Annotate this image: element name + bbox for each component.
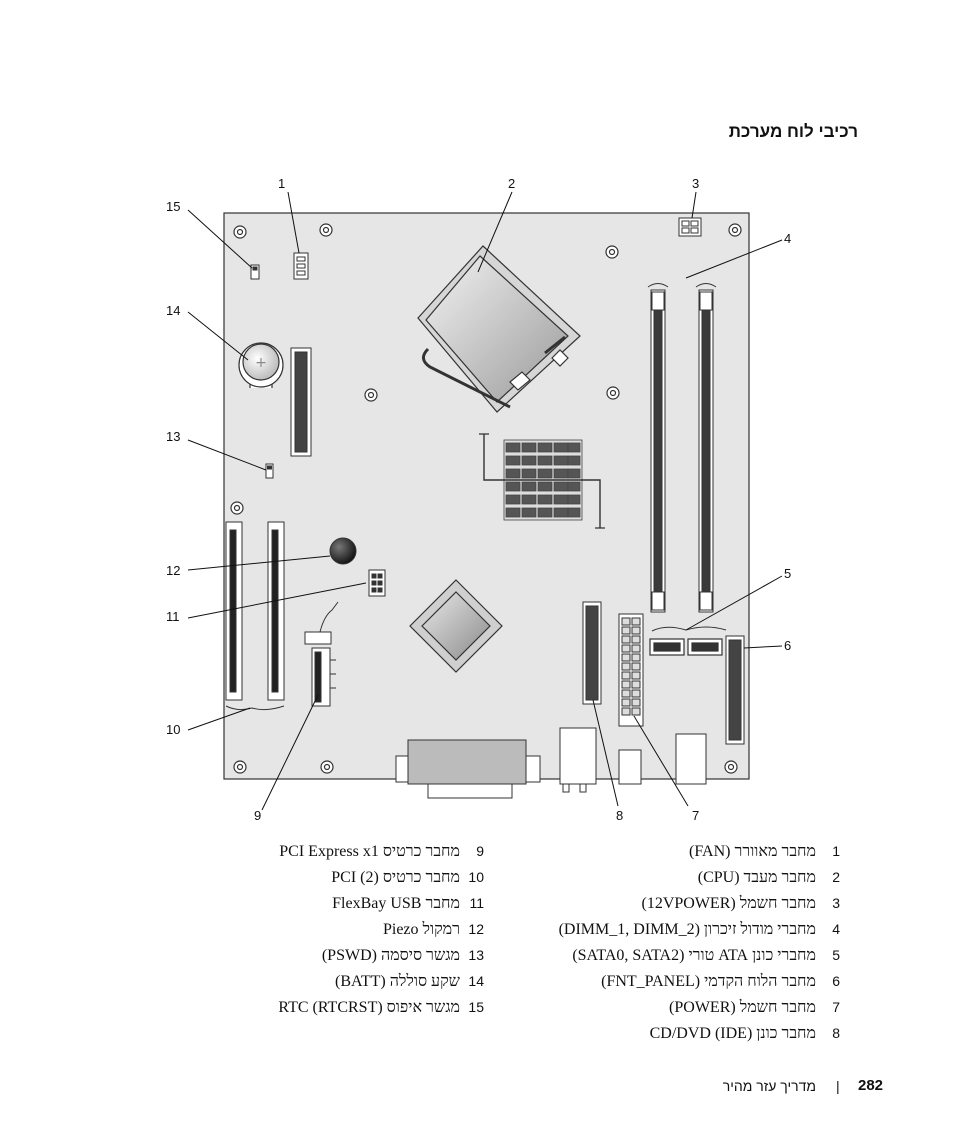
legend-text: מחבר FlexBay USB: [332, 895, 460, 912]
legend-item: 1 מחבר מאוורר (FAN): [580, 843, 840, 869]
piezo-speaker: [329, 537, 357, 565]
legend-item: 4 מחברי מודול זיכרון (DIMM_1, DIMM_2): [559, 921, 840, 947]
legend-text: מחבר כרטיס PCI (2): [331, 869, 460, 886]
pcie-x1-slot: [304, 601, 339, 707]
legend-item: 3 מחבר חשמל (12VPOWER): [580, 895, 840, 921]
pci-slots: [225, 521, 285, 701]
pci-brace: [225, 705, 285, 711]
main-power-connector: [618, 613, 644, 727]
rtcrst-jumper: [250, 264, 260, 280]
legend-item: 11 מחבר FlexBay USB: [224, 895, 484, 921]
legend-text: רמקול Piezo: [382, 921, 460, 938]
legend-number: 13: [468, 947, 484, 963]
footer-separator: |: [836, 1078, 840, 1094]
legend-item: 5 מחברי כונן ATA טורי (SATA0, SATA2): [572, 947, 840, 973]
legend-number: 10: [468, 869, 484, 885]
12vpower-connector: [678, 217, 702, 237]
legend-number: 14: [468, 973, 484, 989]
legend-number: 5: [832, 947, 840, 963]
callout-11: 11: [166, 609, 180, 624]
legend-number: 3: [832, 895, 840, 911]
callout-6: 6: [784, 638, 792, 653]
footer-guide-title: מדריך עזר מהיר: [722, 1078, 816, 1094]
legend-item: 9 מחבר כרטיס PCI Express x1: [224, 843, 484, 869]
dimm-slots: [647, 283, 717, 613]
cpu-socket: [417, 245, 581, 413]
callout-1: 1: [278, 176, 286, 191]
legend-number: 8: [832, 1025, 840, 1041]
svg-text:+: +: [255, 355, 267, 371]
legend-text: מחבר חשמל (12VPOWER): [641, 895, 816, 912]
callout-2: 2: [508, 176, 516, 191]
legend-item: 7 מחבר חשמל (POWER): [580, 999, 840, 1025]
callout-12: 12: [166, 563, 181, 578]
page-number: 282: [858, 1077, 884, 1094]
chipset: [409, 579, 503, 673]
callout-10: 10: [166, 722, 181, 737]
callout-7: 7: [692, 808, 700, 823]
legend-text: מחבר כרטיס PCI Express x1: [279, 843, 460, 860]
sata-connectors: [649, 638, 723, 656]
legend-item: 6 מחבר הלוח הקדמי (FNT_PANEL): [580, 973, 840, 999]
legend-number: 6: [832, 973, 840, 989]
callout-3: 3: [692, 176, 700, 191]
legend-text: מחבר כונן CD/DVD (IDE): [649, 1025, 816, 1042]
legend-number: 1: [832, 843, 840, 859]
legend-text: מחבר מאוורר (FAN): [689, 843, 816, 860]
legend-number: 9: [476, 843, 484, 859]
legend-text: מגשר סיסמה (PSWD): [321, 947, 460, 964]
legend-number: 15: [468, 999, 484, 1015]
callout-15: 15: [166, 199, 181, 214]
mounting-holes: [230, 223, 742, 774]
legend-text: מגשר איפוס RTC (RTCRST): [278, 999, 460, 1016]
legend-number: 7: [832, 999, 840, 1015]
legend-text: מחבר חשמל (POWER): [669, 999, 816, 1016]
legend-number: 2: [832, 869, 840, 885]
callout-leaders: [187, 191, 783, 811]
battery-socket: +: [238, 342, 284, 388]
legend-item: 2 מחבר מעבד (CPU): [580, 869, 840, 895]
callout-9: 9: [254, 808, 262, 823]
vrm-array: [479, 433, 605, 529]
legend-item: 8 מחבר כונן CD/DVD (IDE): [580, 1025, 840, 1051]
legend-item: 10 מחבר כרטיס PCI (2): [224, 869, 484, 895]
legend-item: 15 מגשר איפוס RTC (RTCRST): [224, 999, 484, 1025]
legend-text: מחבר הלוח הקדמי (FNT_PANEL): [601, 973, 816, 990]
callout-13: 13: [166, 429, 181, 444]
legend-number: 12: [468, 921, 484, 937]
legend-number: 4: [832, 921, 840, 937]
page-title: רכיבי לוח מערכת: [728, 122, 858, 141]
legend-text: מחברי כונן ATA טורי (SATA0, SATA2): [572, 947, 816, 964]
callout-8: 8: [616, 808, 624, 823]
pswd-jumper: [265, 463, 274, 479]
legend-text: מחבר מעבד (CPU): [697, 869, 816, 886]
callout-5: 5: [784, 566, 792, 581]
callout-4: 4: [784, 231, 792, 246]
fan-connector: [293, 252, 309, 280]
legend-item: 13 מגשר סיסמה (PSWD): [224, 947, 484, 973]
legend-item: 12 רמקול Piezo: [224, 921, 484, 947]
back-panel-io: [395, 727, 707, 799]
legend-text: שקע סוללה (BATT): [335, 973, 460, 990]
floppy-connector: [290, 347, 312, 457]
legend-number: 11: [469, 895, 484, 911]
ide-connector: [582, 601, 602, 705]
front-panel-connector: [725, 635, 745, 745]
callout-14: 14: [166, 303, 181, 318]
legend-text: מחברי מודול זיכרון (DIMM_1, DIMM_2): [558, 921, 816, 938]
flexbay-usb-connector: [368, 569, 386, 597]
legend-item: 14 שקע סוללה (BATT): [224, 973, 484, 999]
